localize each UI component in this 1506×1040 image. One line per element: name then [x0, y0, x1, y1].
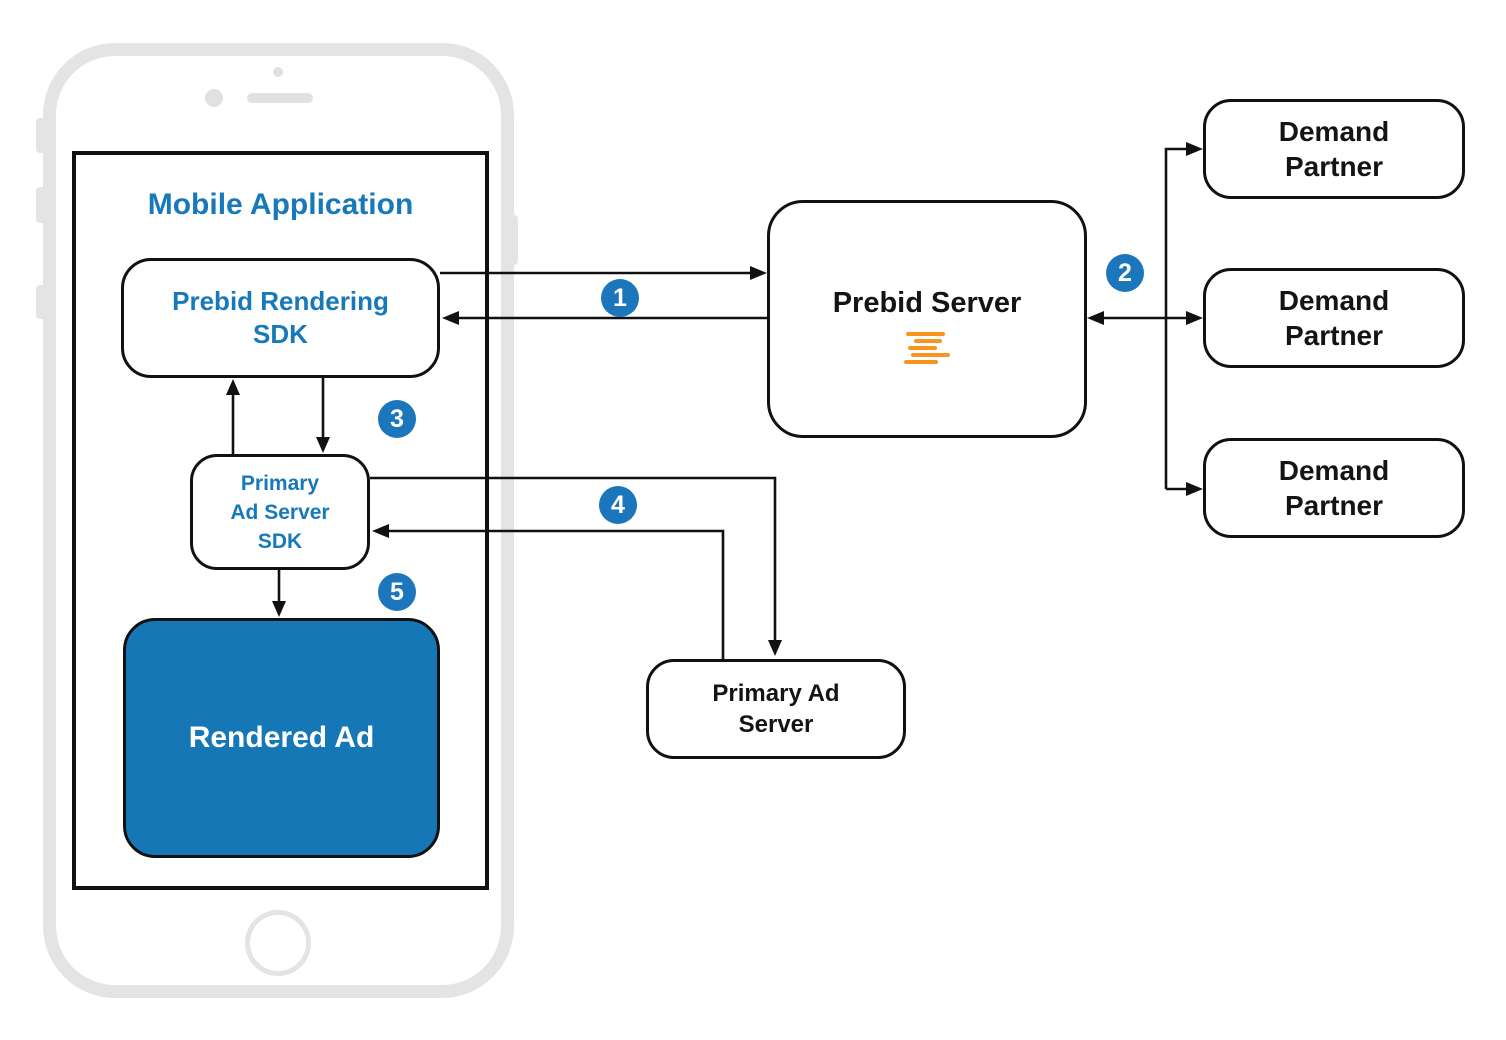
arrowhead-into-prebid-server	[750, 266, 767, 280]
arrowhead-into-demand-bottom	[1186, 482, 1203, 496]
mobile-application-title: Mobile Application	[147, 188, 414, 221]
step-badge-2: 2	[1106, 254, 1144, 292]
step-badge-1: 1	[601, 279, 639, 317]
volume-up-button	[36, 187, 45, 223]
speaker-bar-icon	[247, 93, 313, 103]
arrowhead-into-demand-top	[1186, 142, 1203, 156]
demand-partner-node-1: Demand Partner	[1203, 99, 1465, 199]
arrowhead-into-demand-middle	[1186, 311, 1203, 325]
demand-partner-node-2: Demand Partner	[1203, 268, 1465, 368]
front-camera-icon	[205, 89, 223, 107]
camera-dot-icon	[273, 67, 283, 77]
volume-down-button	[36, 285, 45, 319]
arrow-branch-to-demand-top	[1164, 147, 1187, 489]
prebid-rendering-sdk-node: Prebid Rendering SDK	[121, 258, 440, 378]
arrowhead-into-primary-ad-server	[768, 640, 782, 656]
primary-ad-server-sdk-node: Primary Ad Server SDK	[190, 454, 370, 570]
home-button	[245, 910, 311, 976]
mute-switch	[36, 118, 45, 153]
step-badge-5: 5	[378, 573, 416, 611]
arrowhead-into-prebid-server-right	[1087, 311, 1104, 325]
prebid-server-node: Prebid Server	[767, 200, 1087, 438]
prebid-server-label: Prebid Server	[832, 287, 1022, 319]
step-badge-3: 3	[378, 400, 416, 438]
demand-partner-node-3: Demand Partner	[1203, 438, 1465, 538]
primary-ad-server-node: Primary Ad Server	[646, 659, 906, 759]
prebid-logo-icon	[903, 332, 950, 364]
rendered-ad-node: Rendered Ad	[123, 618, 440, 858]
step-badge-4: 4	[599, 486, 637, 524]
